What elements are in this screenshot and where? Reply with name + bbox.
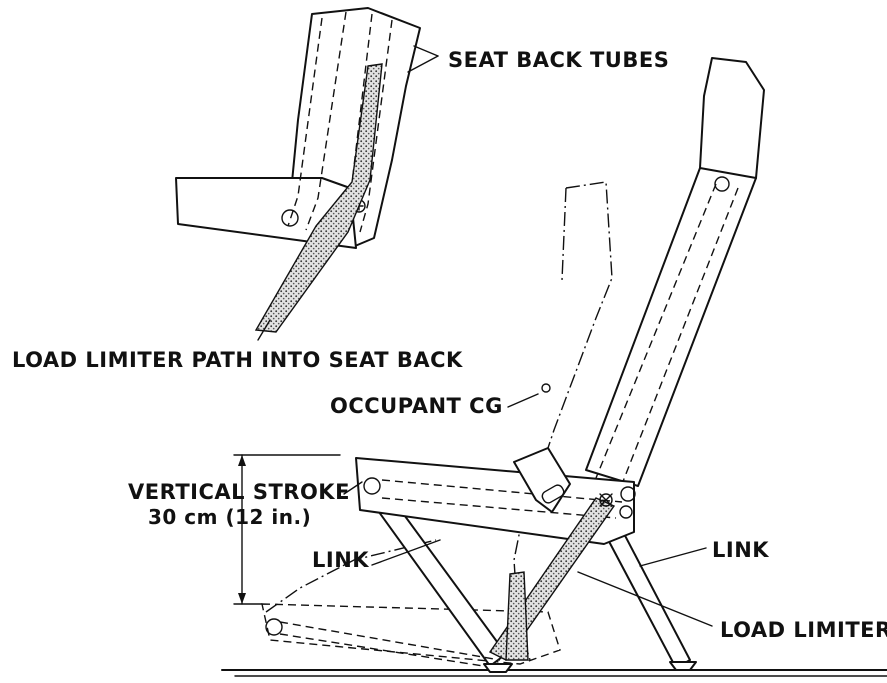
label-seat-back-tubes: SEAT BACK TUBES: [448, 48, 669, 72]
occupant-outline: [539, 181, 613, 473]
seat-back: [585, 167, 757, 487]
main-seat: [221, 57, 887, 677]
label-occupant-cg: OCCUPANT CG: [330, 394, 503, 418]
label-vertical-stroke-value: 30 cm (12 in.): [148, 505, 311, 529]
buckle: [513, 447, 571, 513]
inset-seat-back-detail: [175, 7, 421, 333]
label-vertical-stroke: VERTICAL STROKE: [128, 480, 350, 504]
right-link: [603, 525, 691, 669]
headrest: [699, 57, 765, 187]
seat-back-pivot: [281, 209, 299, 227]
label-link-left: LINK: [312, 548, 369, 572]
occupant-cg-marker: [541, 383, 551, 393]
stroked-seat-pan: [261, 603, 561, 665]
label-load-limiter-path: LOAD LIMITER PATH INTO SEAT BACK: [12, 348, 463, 372]
load-limiter-path-stipple: [254, 63, 383, 333]
vertical-stroke-dimension: [233, 454, 341, 605]
label-load-limiter: LOAD LIMITER: [720, 618, 887, 642]
label-link-right: LINK: [712, 538, 769, 562]
leader-lines: [257, 45, 713, 627]
